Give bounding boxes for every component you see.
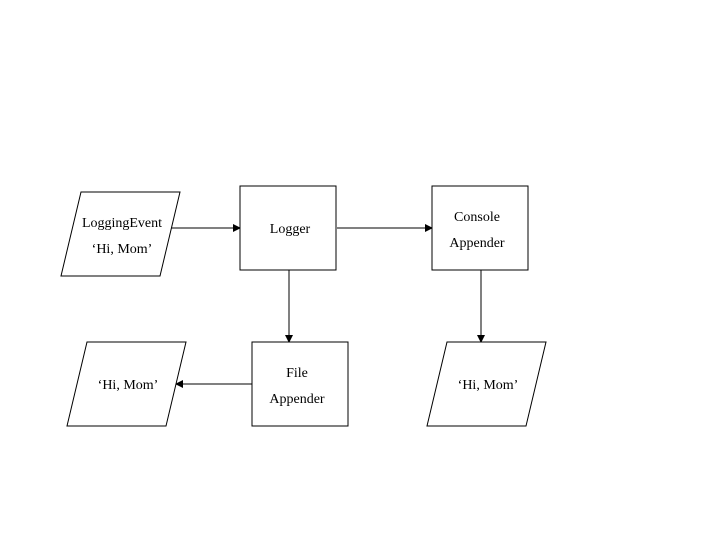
logging-event-line2: ‘Hi, Mom’: [92, 242, 153, 257]
file-appender-line1: File: [286, 366, 308, 381]
console-appender-line1: Console: [454, 210, 500, 225]
console-appender-line2: Appender: [449, 236, 505, 251]
node-logging-event: LoggingEvent ‘Hi, Mom’: [60, 191, 181, 277]
logger-label: Logger: [270, 222, 311, 237]
node-logger: Logger: [239, 185, 337, 271]
logging-event-line1: LoggingEvent: [82, 216, 162, 231]
node-file-output: ‘Hi, Mom’: [66, 341, 187, 427]
file-appender-line2: Appender: [269, 392, 325, 407]
node-console-appender: Console Appender: [431, 185, 529, 271]
logging-event-shape: [60, 191, 181, 277]
console-output-shape: [426, 341, 547, 427]
file-output-label: ‘Hi, Mom’: [98, 378, 159, 393]
file-output-shape: [66, 341, 187, 427]
logger-shape: [239, 185, 337, 271]
console-output-label: ‘Hi, Mom’: [458, 378, 519, 393]
console-appender-shape: [431, 185, 529, 271]
file-appender-shape: [251, 341, 349, 427]
node-file-appender: File Appender: [251, 341, 349, 427]
node-console-output: ‘Hi, Mom’: [426, 341, 547, 427]
